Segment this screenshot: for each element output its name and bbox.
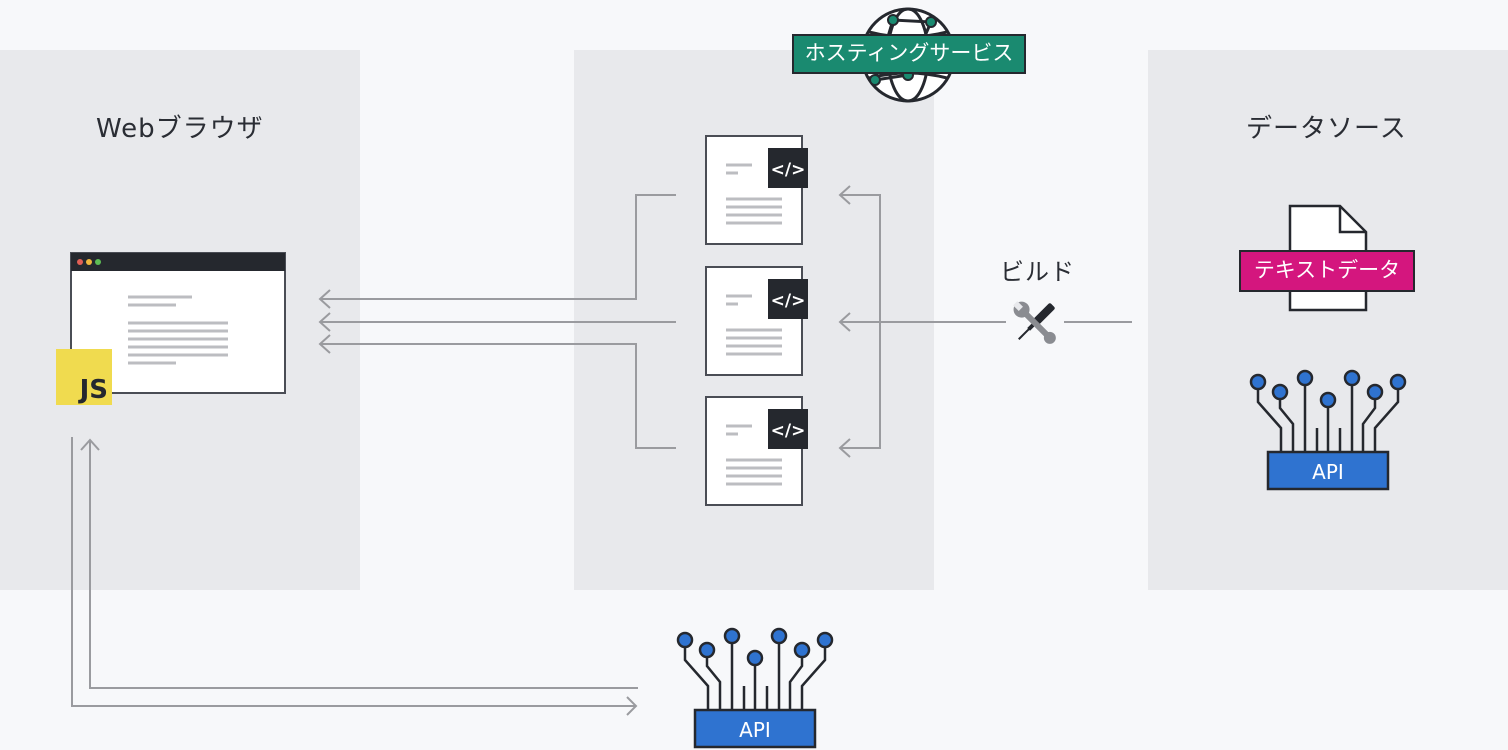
api-right-label: API — [1312, 460, 1344, 484]
code-tag-label-1: </> — [771, 160, 806, 180]
code-file-1: </> — [705, 135, 808, 245]
build-label: ビルド — [1000, 258, 1075, 286]
code-file-2: </> — [705, 266, 808, 376]
code-tag-icon — [768, 409, 808, 449]
code-tag-label-2: </> — [771, 291, 806, 311]
api-circuit-icon — [1249, 369, 1407, 491]
code-tag-icon — [768, 279, 808, 319]
code-tag-label-3: </> — [771, 421, 806, 441]
datasource-panel — [1148, 50, 1508, 590]
datasource-panel-title: データソース — [1246, 114, 1407, 144]
code-tag-icon — [768, 148, 808, 188]
text-data-badge: テキストデータ — [1239, 250, 1415, 292]
hosting-service-badge: ホスティングサービス — [792, 34, 1026, 74]
browser-panel-title: Webブラウザ — [96, 114, 264, 144]
js-badge: JS — [56, 349, 112, 405]
api-bottom-label: API — [739, 718, 771, 742]
api-circuit-icon-bottom — [676, 627, 834, 749]
js-badge-label: JS — [79, 375, 108, 405]
code-file-3: </> — [705, 396, 808, 506]
wrench-screwdriver-icon — [1013, 301, 1056, 344]
